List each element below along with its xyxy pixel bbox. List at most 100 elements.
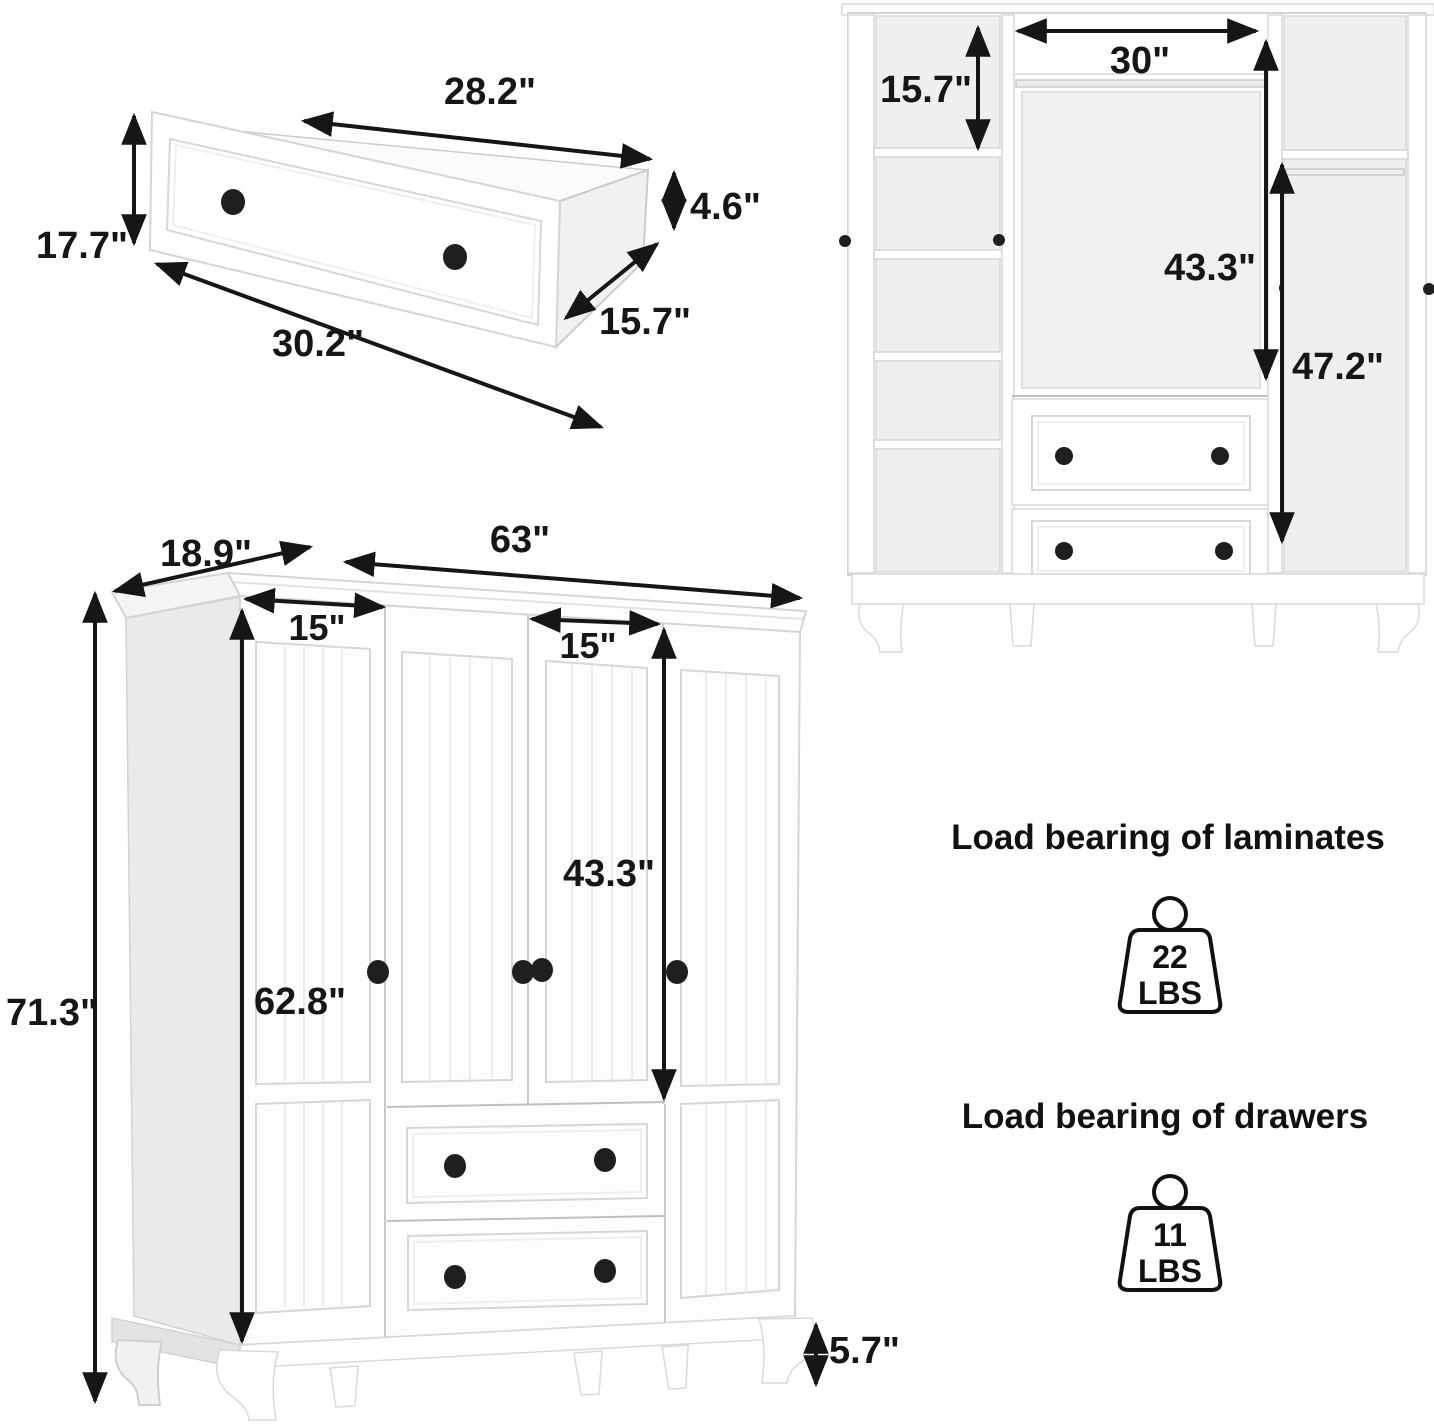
door1-lower-beadboard	[284, 1102, 343, 1308]
open-door-left-knob	[839, 235, 851, 247]
open-wardrobe-leg-right	[1375, 603, 1420, 653]
weight-icon-handle	[1152, 896, 1188, 932]
dim-arrow-drawer-depth	[563, 241, 660, 321]
center-back-panel	[1021, 91, 1261, 389]
door3-panel	[545, 659, 648, 1084]
dim-arrow-depth	[111, 540, 314, 598]
door4-upper-panel	[680, 668, 780, 1088]
dim-label-left-door-width: 15"	[288, 607, 345, 648]
weight-icon-body	[1117, 1206, 1223, 1292]
dim-arrow-drawer-top-width	[300, 111, 654, 169]
wardrobe-drawer2-knob-left	[444, 1265, 466, 1289]
dim-label-hanging-height: 43.3"	[1164, 247, 1256, 289]
dim-label-drawer-depth: 15.7"	[599, 301, 691, 343]
open-drawer-1-knob-left	[1055, 447, 1073, 465]
left-shelf-2	[873, 249, 1003, 260]
open-wardrobe-leg-mid-left	[1009, 603, 1035, 647]
wardrobe-leg-b	[573, 1350, 603, 1396]
dim-arrow-drawer-bottom-width	[153, 261, 605, 430]
left-shelf-4	[873, 439, 1003, 450]
right-shelf	[1281, 149, 1409, 160]
dim-label-leg-height: 5.7"	[829, 1330, 900, 1372]
drawer-area-top-divider	[386, 1101, 666, 1108]
wardrobe-leg-rear-left	[114, 1338, 164, 1406]
weight-icon-laminates: 22 LBS	[1117, 896, 1223, 1014]
dim-label-drawer-side-height: 4.6"	[690, 186, 761, 228]
open-drawer-1-recess	[1031, 415, 1251, 491]
door1-upper-panel	[255, 640, 371, 1086]
door1-upper-beadboard	[284, 646, 343, 1082]
dim-arrow-left-door-width	[242, 587, 387, 619]
dim-label-right-door-width: 15"	[559, 625, 616, 666]
closed-wardrobe-diagram: 18.9" 63" 15" 15" 62.8" 43.3" 71.3" 5.7"	[6, 519, 900, 1421]
wardrobe-side-panel	[125, 596, 241, 1346]
wardrobe-leg-c	[661, 1344, 689, 1390]
wardrobe-leg-front-left	[216, 1349, 279, 1421]
drawer-area-mid-divider	[386, 1215, 666, 1222]
open-door-right-edge	[1407, 14, 1427, 574]
load-bearing-info: Load bearing of laminates 22 LBS Load be…	[951, 818, 1385, 1292]
dim-label-width: 63"	[490, 519, 550, 561]
center-right-door-edge	[1267, 14, 1283, 574]
dim-label-drawer-bottom-width: 30.2"	[272, 323, 364, 365]
wardrobe-drawer2-recess	[407, 1229, 648, 1312]
wardrobe-drawer2-knob-right	[594, 1259, 616, 1283]
open-drawer-1-recess-inner	[1037, 421, 1245, 485]
left-shelf-1	[873, 147, 1003, 158]
drawers-load-unit: LBS	[1138, 1253, 1202, 1289]
drawer-diagram: 28.2" 17.7" 4.6" 30.2" 15.7"	[36, 71, 761, 430]
wardrobe-drawer2-recess-inner	[413, 1235, 642, 1306]
weight-icon-handle	[1152, 1174, 1188, 1210]
open-drawer-2-knob-left	[1055, 542, 1073, 560]
drawer-knob-left	[221, 189, 245, 215]
wardrobe-drawer1-knob-left	[444, 1154, 466, 1178]
open-wardrobe-leg-left	[858, 603, 905, 653]
right-column-interior	[1283, 15, 1407, 573]
dim-label-drawer-front-height: 17.7"	[36, 225, 128, 267]
weight-icon-body	[1117, 928, 1223, 1014]
dim-arrow-right-door-width	[528, 607, 662, 636]
wardrobe-drawer1-recess	[406, 1122, 648, 1205]
dim-label-drawer-top-width: 28.2"	[444, 71, 536, 113]
open-wardrobe-leg-mid-right	[1251, 603, 1277, 647]
open-door-left-edge	[847, 14, 875, 574]
drawers-load-value: 11	[1153, 1217, 1187, 1253]
open-drawer-2-recess-inner	[1037, 526, 1245, 572]
door3-knob	[531, 958, 553, 982]
dim-arrow-width	[342, 551, 804, 609]
open-wardrobe-apron	[851, 573, 1425, 605]
left-shelf-3	[873, 351, 1003, 362]
open-door-right-knob	[1423, 283, 1434, 295]
door1-knob	[367, 960, 389, 984]
dim-label-door-opening-height: 43.3"	[563, 853, 655, 895]
load-bearing-drawers-title: Load bearing of drawers	[962, 1097, 1368, 1136]
wardrobe-leg-front-right	[757, 1317, 816, 1384]
wardrobe-drawer1-recess-inner	[412, 1128, 642, 1199]
door4-lower-beadboard	[705, 1101, 767, 1296]
center-left-door-knob	[993, 234, 1005, 246]
wardrobe-leg-a	[329, 1365, 359, 1408]
dim-label-rod-width: 30"	[1110, 40, 1170, 82]
laminates-load-unit: LBS	[1138, 975, 1202, 1011]
dim-label-depth: 18.9"	[160, 533, 252, 575]
door4-knob	[666, 960, 688, 984]
dim-label-right-side-height: 47.2"	[1292, 346, 1384, 388]
weight-icon-drawers: 11 LBS	[1117, 1174, 1223, 1292]
drawer-knob-right	[443, 244, 467, 270]
laminates-load-value: 22	[1152, 939, 1188, 975]
door3-beadboard	[571, 664, 633, 1081]
load-bearing-laminates-title: Load bearing of laminates	[951, 818, 1385, 857]
open-drawer-2-knob-right	[1215, 542, 1233, 560]
door4-upper-beadboard	[705, 673, 767, 1085]
door4-lower-panel	[680, 1098, 780, 1300]
dim-label-total-height: 71.3"	[6, 992, 98, 1034]
door2-knob	[512, 960, 534, 984]
dim-label-shelf-height: 15.7"	[880, 69, 972, 111]
door2-beadboard	[429, 656, 493, 1081]
center-left-door-edge	[1001, 14, 1015, 574]
open-drawer-1-knob-right	[1211, 447, 1229, 465]
open-wardrobe-diagram: 15.7" 30" 43.3" 47.2"	[839, 3, 1434, 653]
wardrobe-drawer1-knob-right	[594, 1148, 616, 1172]
